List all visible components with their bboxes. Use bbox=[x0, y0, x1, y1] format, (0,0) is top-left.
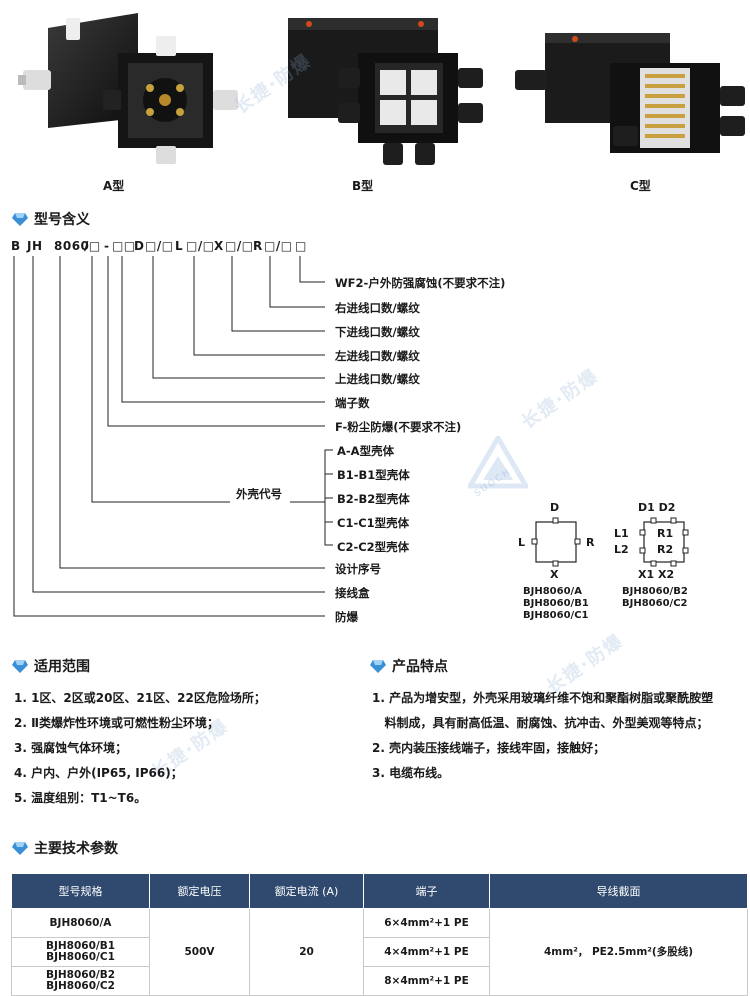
table-row: BJH8060/A 500V 20 6×4mm²+1 PE 4mm²， PE2.… bbox=[11, 908, 748, 996]
scope-list: 1. 1区、2区或20区、21区、22区危险场所； 2. Ⅱ类爆炸性环境或可燃性… bbox=[14, 686, 266, 811]
cell-terminal: 8×4mm²+1 PE bbox=[363, 966, 490, 996]
code-part-x: X bbox=[214, 239, 224, 253]
caption-b: B型 bbox=[352, 179, 374, 193]
code-part-l-val: □/□ bbox=[186, 239, 215, 253]
shell-a: A-A型壳体 bbox=[337, 444, 395, 458]
gem-icon bbox=[12, 213, 28, 226]
cell-model: BJH8060/B2 BJH8060/C2 bbox=[11, 966, 150, 996]
diag1-bottom: X bbox=[550, 568, 559, 581]
diag1-right: R bbox=[586, 536, 595, 549]
section-title-params: 主要技术参数 bbox=[12, 838, 118, 858]
diag2-left1: L1 bbox=[614, 527, 629, 540]
code-part-x-val: □/□ bbox=[225, 239, 254, 253]
th-voltage: 额定电压 bbox=[149, 873, 250, 909]
diag1-model-1: BJH8060/A bbox=[523, 586, 582, 597]
watermark-2: 长捷·防爆 bbox=[517, 365, 603, 434]
table-header-row: 型号规格 额定电压 额定电流 (A) 端子 导线截面 bbox=[11, 873, 748, 909]
th-terminal: 端子 bbox=[363, 873, 490, 909]
diag1-model-2: BJH8060/B1 bbox=[523, 598, 589, 609]
label-left-inlet: 左进线口数/螺纹 bbox=[335, 349, 420, 363]
inlet-diagram-2 bbox=[639, 517, 689, 567]
caption-a: A型 bbox=[103, 179, 125, 193]
params-table: 型号规格 额定电压 额定电流 (A) 端子 导线截面 BJH8060/A 500… bbox=[11, 873, 748, 996]
diag1-top: D bbox=[550, 501, 560, 514]
inlet-diagram-1 bbox=[531, 517, 581, 567]
cell-terminal: 4×4mm²+1 PE bbox=[363, 937, 490, 967]
section-title-meaning-text: 型号含义 bbox=[34, 212, 90, 228]
caption-c: C型 bbox=[630, 179, 651, 193]
th-current: 额定电流 (A) bbox=[249, 873, 364, 909]
diag2-left2: L2 bbox=[614, 543, 629, 556]
features-list: 1. 产品为增安型，外壳采用玻璃纤维不饱和聚酯树脂或聚酰胺塑 料制成，具有耐高低… bbox=[372, 686, 748, 786]
diag1-model-3: BJH8060/C1 bbox=[523, 610, 589, 621]
product-a-image bbox=[18, 8, 243, 168]
code-part-dash: - bbox=[104, 239, 110, 253]
code-part-d-val: □/□ bbox=[145, 239, 174, 253]
code-part-8060: 8060 bbox=[54, 239, 90, 253]
product-c-image bbox=[515, 8, 747, 168]
cell-current: 20 bbox=[249, 908, 364, 996]
feature-item-2: 2. 壳内装压接线端子，接线牢固，接触好； bbox=[372, 741, 606, 755]
diag2-right1: R1 bbox=[657, 527, 674, 540]
code-part-r: R bbox=[253, 239, 263, 253]
cell-voltage: 500V bbox=[149, 908, 250, 996]
scope-item-2: 2. Ⅱ类爆炸性环境或可燃性粉尘环境； bbox=[14, 716, 219, 730]
label-junction-box: 接线盒 bbox=[335, 586, 370, 600]
cell-wire: 4mm²， PE2.5mm²(多股线) bbox=[489, 908, 748, 996]
gem-icon bbox=[370, 660, 386, 673]
section-title-features: 产品特点 bbox=[370, 656, 448, 676]
label-shell-code: 外壳代号 bbox=[236, 487, 282, 501]
gem-icon bbox=[12, 842, 28, 855]
th-wire: 导线截面 bbox=[489, 873, 748, 909]
code-part-terminals: □□ bbox=[112, 239, 136, 253]
diag2-model-1: BJH8060/B2 bbox=[622, 586, 688, 597]
code-part-b: B bbox=[11, 239, 21, 253]
shell-c1: C1-C1型壳体 bbox=[337, 516, 410, 530]
label-top-inlet: 上进线口数/螺纹 bbox=[335, 372, 420, 386]
product-b-image bbox=[283, 8, 493, 168]
code-part-jh: JH bbox=[27, 239, 43, 253]
gem-icon bbox=[12, 660, 28, 673]
diag2-right2: R2 bbox=[657, 543, 674, 556]
section-title-scope: 适用范围 bbox=[12, 656, 90, 676]
cell-model: BJH8060/A bbox=[11, 908, 150, 938]
diag2-bottom: X1 X2 bbox=[638, 568, 675, 581]
scope-item-5: 5. 温度组别：T1~T6。 bbox=[14, 791, 147, 805]
scope-item-1: 1. 1区、2区或20区、21区、22区危险场所； bbox=[14, 691, 266, 705]
code-part-r-val: □/□ bbox=[264, 239, 293, 253]
section-title-params-text: 主要技术参数 bbox=[34, 841, 118, 857]
cell-terminal: 6×4mm²+1 PE bbox=[363, 908, 490, 938]
label-design-seq: 设计序号 bbox=[335, 562, 381, 576]
cell-model: BJH8060/B1 BJH8060/C1 bbox=[11, 937, 150, 967]
label-terminal-count: 端子数 bbox=[335, 396, 370, 410]
scope-item-4: 4. 户内、户外(IP65, IP66)； bbox=[14, 766, 183, 780]
code-part-shell: /□ bbox=[84, 239, 101, 253]
scope-item-3: 3. 强腐蚀气体环境； bbox=[14, 741, 128, 755]
th-model: 型号规格 bbox=[11, 873, 150, 909]
feature-item-3: 3. 电缆布线。 bbox=[372, 766, 450, 780]
diag2-model-2: BJH8060/C2 bbox=[622, 598, 688, 609]
feature-item-1-cont: 料制成，具有耐高低温、耐腐蚀、抗冲击、外型美观等特点； bbox=[372, 716, 709, 730]
shell-b1: B1-B1型壳体 bbox=[337, 468, 410, 482]
shell-b2: B2-B2型壳体 bbox=[337, 492, 410, 506]
label-dust: F-粉尘防爆(不要求不注) bbox=[335, 420, 462, 434]
code-part-d: D bbox=[134, 239, 145, 253]
label-explosion-proof: 防爆 bbox=[335, 610, 358, 624]
label-wf2: WF2-户外防强腐蚀(不要求不注) bbox=[335, 276, 506, 290]
shell-c2: C2-C2型壳体 bbox=[337, 540, 410, 554]
watermark-logo bbox=[465, 433, 531, 495]
section-title-meaning: 型号含义 bbox=[12, 209, 90, 229]
code-part-l: L bbox=[175, 239, 184, 253]
code-connector-lines bbox=[13, 256, 333, 617]
diag2-top: D1 D2 bbox=[638, 501, 676, 514]
section-title-scope-text: 适用范围 bbox=[34, 659, 90, 675]
code-part-wf: □ bbox=[295, 239, 307, 253]
label-right-inlet: 右进线口数/螺纹 bbox=[335, 301, 420, 315]
section-title-features-text: 产品特点 bbox=[392, 659, 448, 675]
diag1-left: L bbox=[518, 536, 526, 549]
feature-item-1: 1. 产品为增安型，外壳采用玻璃纤维不饱和聚酯树脂或聚酰胺塑 bbox=[372, 691, 714, 705]
label-bottom-inlet: 下进线口数/螺纹 bbox=[335, 325, 420, 339]
